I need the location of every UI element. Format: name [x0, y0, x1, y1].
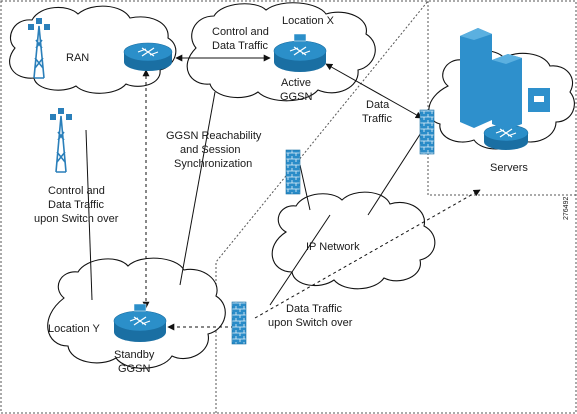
active-ggsn-label-1: Active: [281, 77, 311, 89]
radio-tower-icon: [28, 18, 50, 79]
switch-over-label-1: Control and: [48, 185, 105, 197]
reachability-label-1: GGSN Reachability: [166, 130, 262, 142]
figure-id: 276492: [563, 197, 570, 220]
servers-label: Servers: [490, 162, 528, 174]
servers-fw-to-ip-line: [367, 121, 429, 216]
control-data-label-1: Control and: [212, 26, 269, 38]
data-traffic-label-2: Traffic: [362, 113, 392, 125]
ip-network-cloud: [271, 191, 436, 290]
firewall-x-to-ip-line: [299, 164, 311, 211]
data-traffic-label-1: Data: [366, 99, 390, 111]
switch-over-label-3: upon Switch over: [34, 213, 119, 225]
active-to-servers-arrow: [325, 63, 423, 119]
standby-ggsn-label-1: Standby: [114, 349, 155, 361]
ran-cloud: [9, 5, 177, 94]
router-icon: [273, 33, 327, 72]
router-icon: [113, 303, 167, 342]
standby-ggsn-label-2: GGSN: [118, 363, 150, 375]
location-y-to-ip-line: [269, 214, 331, 306]
firewall-icon: [419, 109, 435, 155]
reachability-label-3: Synchronization: [174, 158, 252, 170]
firewall-icon: [285, 149, 301, 195]
location-y-label: Location Y: [48, 323, 100, 335]
control-data-label-2: Data Traffic: [212, 40, 269, 52]
active-ggsn-label-2: GGSN: [280, 91, 312, 103]
connections: [85, 54, 481, 331]
ran-to-location-y-line: [85, 129, 93, 301]
building-icon: [460, 28, 550, 130]
ip-to-servers-dashed-arrow: [254, 189, 481, 319]
servers-region-border: [427, 1, 576, 196]
ran-label: RAN: [66, 52, 89, 64]
dt-switch-label-1: Data Traffic: [286, 303, 343, 315]
dt-switch-label-2: upon Switch over: [268, 317, 353, 329]
sync-line: [179, 91, 216, 286]
radio-tower-icon: [50, 108, 72, 173]
location-x-label: Location X: [282, 15, 335, 27]
ip-network-label: IP Network: [306, 241, 360, 253]
router-icon: [483, 124, 529, 150]
reachability-label-2: and Session: [180, 144, 241, 156]
router-icon: [123, 42, 173, 71]
firewall-icon: [231, 301, 247, 345]
switch-over-label-2: Data Traffic: [48, 199, 105, 211]
